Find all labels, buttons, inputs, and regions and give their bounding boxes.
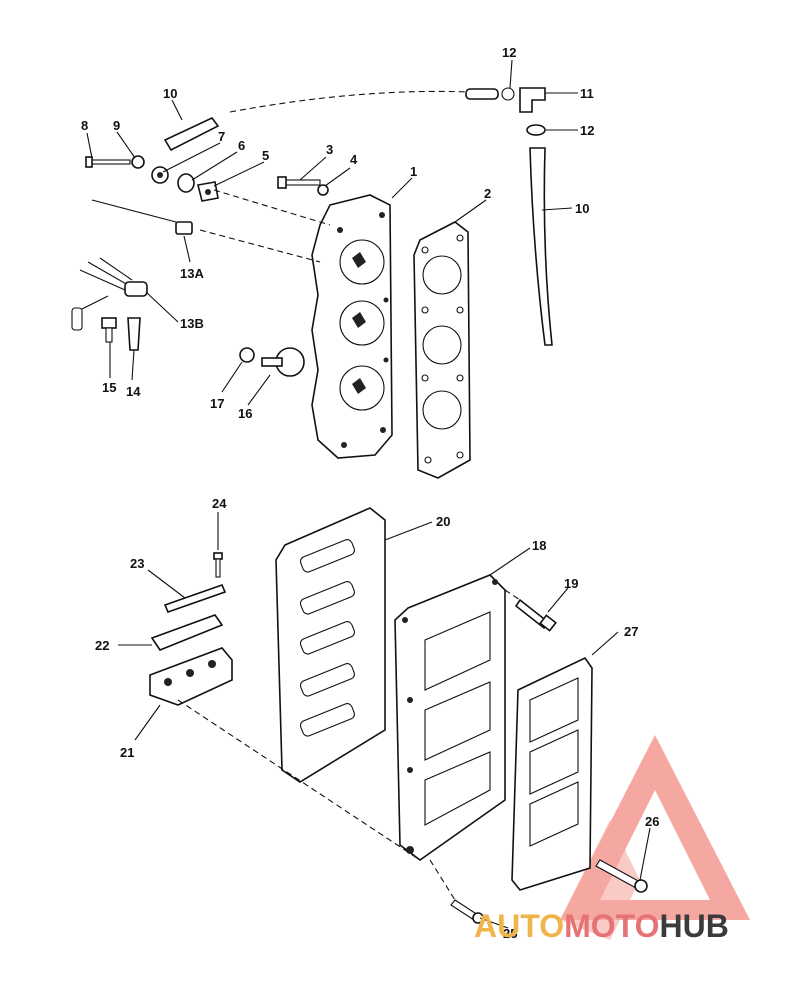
callout-12-top: 12 — [502, 45, 516, 60]
reed-stop-23-part — [163, 583, 227, 614]
callout-3: 3 — [326, 142, 333, 157]
elbow-fitting-part — [519, 87, 546, 113]
reed-block-21-part — [149, 647, 233, 706]
bolt-19-part — [514, 598, 557, 632]
callout-5: 5 — [262, 148, 269, 163]
watermark-hub: HUB — [659, 908, 728, 944]
cylinder-head-part — [311, 194, 393, 459]
callout-16: 16 — [238, 406, 252, 421]
callout-9: 9 — [113, 118, 120, 133]
clip-9-part — [131, 155, 145, 169]
callout-13a: 13A — [180, 266, 204, 281]
watermark-logo — [560, 735, 750, 940]
callout-12-mid: 12 — [580, 123, 594, 138]
sensor-wire-13a-part — [91, 199, 193, 235]
watermark-text: AUTOMOTOHUB — [474, 908, 729, 944]
watermark-auto: AUTO — [474, 908, 564, 944]
callout-4: 4 — [350, 152, 358, 167]
callout-11: 11 — [580, 86, 594, 101]
callout-14: 14 — [126, 384, 141, 399]
callout-27: 27 — [624, 624, 638, 639]
hose-clamp-mid-part — [526, 124, 546, 136]
thermostat-cap-part — [177, 173, 195, 193]
watermark-moto: MOTO — [564, 908, 659, 944]
callout-19: 19 — [564, 576, 578, 591]
leader-lines — [86, 59, 651, 929]
screw-15-part — [101, 317, 117, 343]
callout-13b: 13B — [180, 316, 204, 331]
hose-clamp-top-part — [465, 87, 515, 101]
callout-21: 21 — [120, 745, 134, 760]
callout-18: 18 — [532, 538, 546, 553]
bolt-26-part — [595, 859, 648, 893]
temperature-sender-part — [197, 181, 219, 202]
water-hose-short-part — [163, 116, 220, 152]
callout-24: 24 — [212, 496, 227, 511]
grommet-part — [151, 166, 169, 184]
screw-24-part — [213, 552, 223, 578]
callout-22: 22 — [95, 638, 109, 653]
callout-8: 8 — [81, 118, 88, 133]
water-hose-vertical-part — [529, 147, 553, 346]
callout-15: 15 — [102, 380, 116, 395]
gasket-27-part — [511, 656, 593, 891]
nut-17-part — [239, 347, 255, 363]
callout-17: 17 — [210, 396, 224, 411]
bracket-14-part — [127, 317, 141, 351]
intake-manifold-18-part — [394, 574, 506, 861]
callout-6: 6 — [238, 138, 245, 153]
callout-2: 2 — [484, 186, 491, 201]
callout-20: 20 — [436, 514, 450, 529]
head-bolt-part — [277, 176, 321, 189]
callout-23: 23 — [130, 556, 144, 571]
callout-10-left: 10 — [163, 86, 177, 101]
bolt-25-part — [450, 899, 484, 924]
screw-8-part — [85, 156, 131, 168]
callout-7: 7 — [218, 129, 225, 144]
head-gasket-part — [413, 221, 471, 479]
intake-gasket-20-part — [275, 507, 386, 783]
svg-text:AUTOMOTOHUB: AUTOMOTOHUB — [474, 908, 729, 944]
callout-labels: 1 2 3 4 5 6 7 8 9 10 10 11 12 12 13A 13B… — [81, 45, 659, 941]
wiring-harness-13b-part — [71, 257, 148, 331]
washer-part — [317, 184, 329, 196]
callout-26: 26 — [645, 814, 659, 829]
sensor-16-part — [261, 347, 305, 377]
callout-1: 1 — [410, 164, 417, 179]
callout-10-right: 10 — [575, 201, 589, 216]
reed-petals-22-part — [150, 614, 224, 651]
callout-25: 25 — [503, 926, 517, 941]
